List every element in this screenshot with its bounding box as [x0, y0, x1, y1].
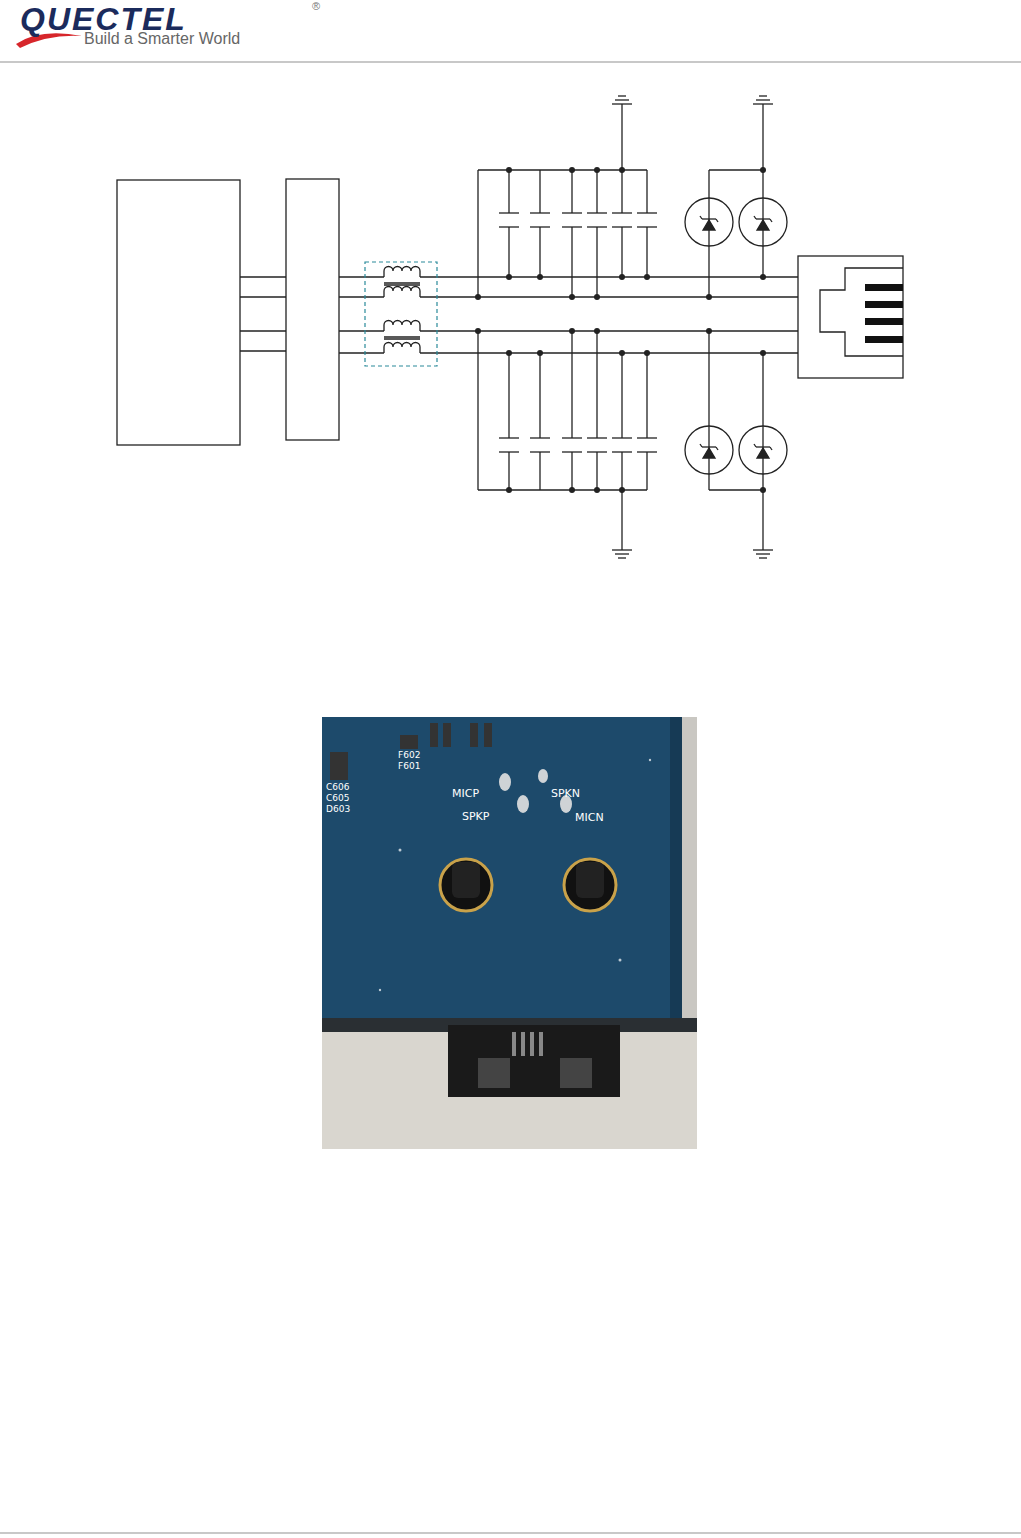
silkscreen-ref: F602 [398, 751, 420, 760]
silkscreen-ref: D603 [326, 805, 350, 814]
transformer-block [286, 179, 339, 440]
footer-rule [0, 1532, 1021, 1534]
chip-block [117, 180, 240, 445]
silkscreen-ref: C605 [326, 794, 349, 803]
tvs-diodes [700, 216, 772, 458]
header-rule [0, 61, 1021, 63]
logo-tagline: Build a Smarter World [84, 31, 240, 47]
pad-label: MICP [452, 788, 479, 799]
choke-group-outline [365, 262, 437, 366]
schematic [117, 104, 903, 550]
pcb-photo [322, 717, 697, 1149]
connector-pins [865, 284, 903, 343]
ground-symbols [612, 96, 773, 558]
registered-mark: ® [312, 1, 320, 12]
logo-swoosh [16, 33, 82, 48]
pad-label: MICN [575, 812, 604, 823]
capacitors [499, 170, 657, 490]
junction-dots [475, 167, 766, 493]
pad-label: SPKN [551, 788, 580, 799]
silkscreen-ref: C606 [326, 783, 349, 792]
silkscreen-ref: F601 [398, 762, 420, 771]
pad-label: SPKP [462, 811, 489, 822]
